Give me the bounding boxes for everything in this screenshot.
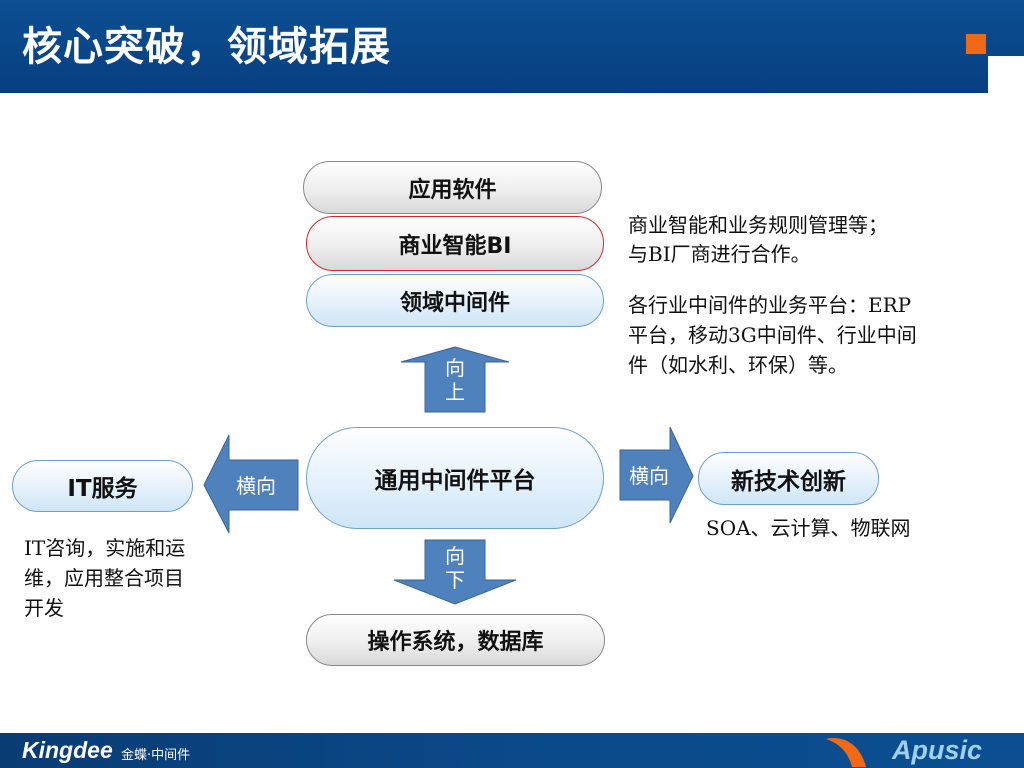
left-arrow-shape [203, 434, 299, 534]
white-square-decoration [988, 56, 1024, 93]
down-arrow-char-1: 向 [445, 544, 465, 568]
os-database-box: 操作系统，数据库 [306, 614, 605, 666]
bi-note-line-1: 商业智能和业务规则管理等； [628, 213, 888, 237]
new-tech-note: SOA、云计算、物联网 [706, 514, 1006, 543]
domain-middleware-note: 各行业中间件的业务平台：ERP 平台，移动3G中间件、行业中间 件（如水利、环保… [628, 290, 1008, 380]
bi-note-line-2: 与BI厂商进行合作。 [628, 242, 811, 266]
up-arrow-shape [400, 346, 510, 413]
bi-note: 商业智能和业务规则管理等； 与BI厂商进行合作。 [628, 211, 988, 269]
general-middleware-platform-box: 通用中间件平台 [306, 427, 604, 529]
domain-note-line-2: 平台，移动3G中间件、行业中间 [628, 323, 917, 347]
app-software-box: 应用软件 [303, 161, 602, 214]
kingdee-subtitle: 金蝶·中间件 [121, 748, 191, 763]
apusic-logo: Apusic [892, 735, 983, 765]
it-note-line-2: 维，应用整合项目 [24, 566, 184, 590]
it-note-line-3: 开发 [24, 596, 64, 620]
title-bar [0, 0, 1024, 93]
it-service-note: IT咨询，实施和运 维，应用整合项目 开发 [24, 533, 234, 623]
orange-square-decoration [966, 34, 986, 54]
slide-title: 核心突破，领域拓展 [22, 24, 391, 70]
down-arrow-shape [393, 539, 517, 605]
new-tech-innovation-box: 新技术创新 [698, 452, 879, 505]
down-arrow-char-2: 下 [445, 568, 465, 592]
tech-note-line-1: SOA、云计算、物联网 [706, 516, 911, 540]
domain-note-line-3: 件（如水利、环保）等。 [628, 353, 848, 377]
right-arrow-shape [619, 426, 694, 524]
it-note-line-1: IT咨询，实施和运 [24, 536, 186, 560]
bi-box: 商业智能BI [306, 216, 604, 271]
kingdee-logo: Kingdee [22, 737, 113, 763]
it-service-box: IT服务 [12, 460, 193, 512]
domain-middleware-box: 领域中间件 [306, 274, 604, 327]
down-arrow-label: 向 下 [441, 544, 469, 592]
right-arrow-label: 横向 [629, 464, 669, 488]
up-arrow-label: 向 上 [441, 356, 469, 404]
apusic-swoosh-icon [826, 738, 866, 767]
up-arrow-char-2: 上 [445, 380, 465, 404]
up-arrow-char-1: 向 [445, 356, 465, 380]
domain-note-line-1: 各行业中间件的业务平台：ERP [628, 293, 912, 317]
left-arrow-label: 横向 [236, 474, 276, 498]
